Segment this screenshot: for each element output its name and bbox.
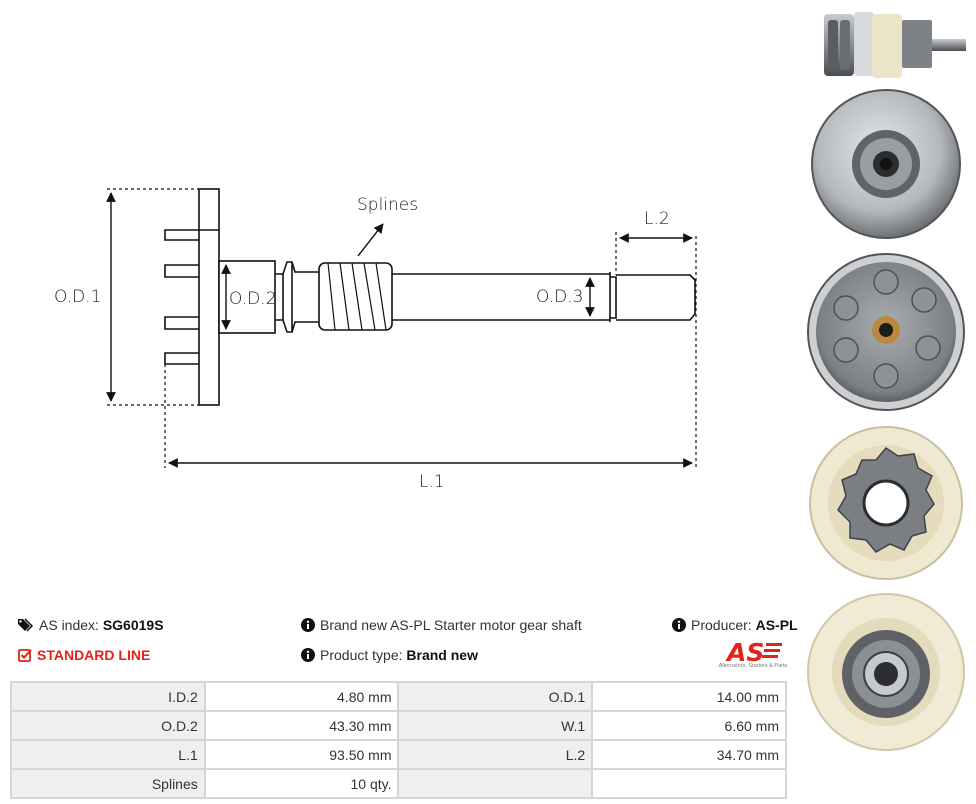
- param-value: 43.30 mm: [203, 710, 400, 741]
- description-text: Brand new AS-PL Starter motor gear shaft: [320, 617, 582, 633]
- param-value: 93.50 mm: [203, 739, 400, 770]
- svg-text:AS: AS: [725, 638, 764, 664]
- gear-roller-face-photo[interactable]: [806, 252, 970, 412]
- as-index-label: AS index:: [39, 617, 99, 633]
- producer: Producer: AS-PL: [672, 617, 798, 635]
- table-row: L.1 93.50 mm L.2 34.70 mm: [10, 739, 787, 770]
- param-value: 4.80 mm: [203, 681, 400, 712]
- table-row: O.D.2 43.30 mm W.1 6.60 mm: [10, 710, 787, 741]
- od1-label: O.D.1: [54, 287, 101, 307]
- pinion-front-photo[interactable]: [806, 424, 970, 582]
- producer-value: AS-PL: [755, 617, 798, 633]
- logo-mark: AS: [725, 638, 782, 667]
- standard-line-badge: STANDARD LINE: [18, 647, 150, 665]
- pinion-angle-photo[interactable]: [806, 592, 970, 752]
- producer-label: Producer:: [691, 617, 752, 633]
- as-pl-logo: AS Alternators, Starters & Parts: [714, 638, 792, 672]
- table-row: I.D.2 4.80 mm O.D.1 14.00 mm: [10, 681, 787, 712]
- param-label: I.D.2: [10, 681, 206, 712]
- gear-shaft-side-photo[interactable]: [806, 6, 970, 82]
- parameters-table: I.D.2 4.80 mm O.D.1 14.00 mm O.D.2 43.30…: [10, 681, 787, 799]
- product-type: Product type: Brand new: [301, 647, 478, 665]
- as-index-value: SG6019S: [102, 617, 164, 633]
- info-circle-icon: [301, 648, 315, 665]
- gear-bottom-cap-photo[interactable]: [806, 88, 970, 240]
- info-circle-icon: [301, 618, 315, 635]
- product-description: Brand new AS-PL Starter motor gear shaft: [301, 617, 582, 635]
- l1-label: L.1: [419, 472, 445, 492]
- as-index: AS index: SG6019S: [18, 617, 164, 635]
- param-value: 34.70 mm: [591, 739, 787, 770]
- check-square-icon: [18, 648, 32, 665]
- od2-label: O.D.2: [229, 289, 276, 309]
- param-label: Splines: [10, 768, 206, 799]
- product-type-label: Product type:: [320, 647, 403, 663]
- param-value: 10 qty.: [203, 768, 400, 799]
- param-label: [397, 768, 594, 799]
- param-label: O.D.2: [10, 710, 206, 741]
- param-value: 14.00 mm: [591, 681, 787, 712]
- param-label: L.2: [397, 739, 594, 770]
- param-label: W.1: [397, 710, 594, 741]
- param-label: L.1: [10, 739, 206, 770]
- param-value: [591, 768, 787, 799]
- l2-label: L.2: [644, 209, 670, 229]
- tags-icon: [18, 618, 34, 635]
- info-circle-icon: [672, 618, 686, 635]
- od3-label: O.D.3: [536, 287, 583, 307]
- param-value: 6.60 mm: [591, 710, 787, 741]
- product-type-value: Brand new: [406, 647, 478, 663]
- table-row: Splines 10 qty.: [10, 768, 787, 799]
- technical-drawing: O.D.1 O.D.2 O.D.3 Splines L.1 L.2: [54, 188, 697, 492]
- logo-tagline: Alternators, Starters & Parts: [718, 663, 788, 669]
- param-label: O.D.1: [397, 681, 594, 712]
- splines-label: Splines: [357, 195, 418, 215]
- standard-line-label: STANDARD LINE: [37, 647, 151, 663]
